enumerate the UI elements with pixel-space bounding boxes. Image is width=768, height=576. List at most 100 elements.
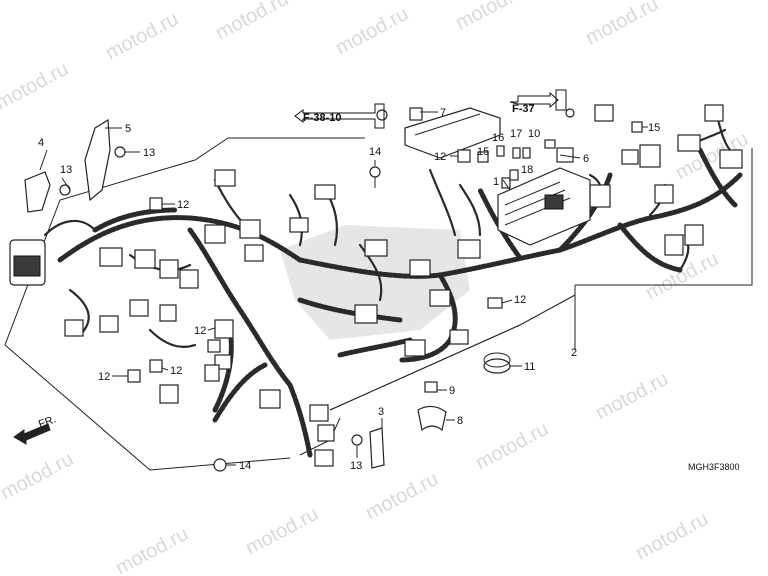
watermark-text: motod.ru — [332, 3, 412, 59]
connector — [664, 234, 684, 256]
watermark-text: motod.ru — [472, 418, 552, 474]
drawing-code: MGH3F3800 — [688, 462, 740, 472]
callout-14: 14 — [369, 146, 381, 158]
fuse — [512, 147, 521, 159]
watermark-text: motod.ru — [452, 0, 532, 34]
relay — [457, 149, 471, 163]
wire-harness-bundles — [57, 147, 743, 458]
connector — [457, 239, 481, 259]
connector — [594, 104, 614, 122]
bolt — [376, 109, 388, 121]
connector — [589, 184, 611, 208]
connector — [309, 404, 329, 422]
connector — [134, 249, 156, 269]
bolt — [369, 166, 381, 178]
connector — [259, 389, 281, 409]
callout-15: 15 — [477, 146, 489, 158]
bracket — [544, 139, 556, 149]
relay — [477, 151, 489, 163]
connector — [289, 217, 309, 233]
cord-clamp — [417, 405, 447, 432]
watermark-text: motod.ru — [0, 448, 77, 504]
relay — [556, 147, 574, 163]
watermark-text: motod.ru — [632, 508, 712, 564]
watermark-text: motod.ru — [212, 0, 292, 44]
connector — [677, 134, 701, 152]
connector — [364, 239, 388, 257]
bolt — [565, 108, 575, 118]
connector — [314, 449, 334, 467]
bolt — [114, 146, 126, 158]
bolts — [59, 108, 575, 472]
fuse — [496, 145, 505, 157]
connector — [204, 364, 220, 382]
harness-core-shading — [280, 225, 470, 340]
callout-16: 16 — [492, 132, 504, 144]
callout-12: 12 — [194, 325, 206, 337]
grommet — [424, 381, 438, 393]
connector — [244, 244, 264, 262]
fuse-box — [497, 167, 591, 246]
small-parts-group — [127, 107, 643, 383]
fuse — [522, 147, 531, 159]
bolt — [351, 434, 363, 446]
connector — [429, 289, 451, 307]
callout-12: 12 — [170, 365, 182, 377]
connector — [704, 104, 724, 122]
fuse — [501, 177, 511, 189]
fuse — [509, 169, 519, 181]
callout-18: 18 — [521, 164, 533, 176]
connector — [621, 149, 639, 165]
callout-13: 13 — [350, 460, 362, 472]
callout-7: 7 — [440, 107, 446, 119]
connector — [639, 144, 661, 168]
callout-2: 2 — [571, 347, 577, 359]
bolt — [59, 184, 71, 196]
watermark-text: motod.ru — [102, 8, 182, 64]
bracket — [149, 359, 163, 373]
stay-brackets — [24, 118, 385, 469]
connector — [409, 259, 431, 277]
connector — [159, 259, 179, 279]
connector — [99, 315, 119, 333]
front-arrow: FR. — [13, 413, 58, 445]
connector — [13, 255, 41, 277]
watermark-text: motod.ru — [0, 58, 72, 114]
callout-3: 3 — [378, 406, 384, 418]
bolt — [213, 458, 227, 472]
connector — [179, 269, 199, 289]
connector — [317, 424, 335, 442]
connector — [719, 149, 743, 169]
front-label: FR. — [37, 413, 58, 430]
connector — [239, 219, 261, 239]
watermark-text: motod.ru — [112, 523, 192, 576]
callout-12: 12 — [98, 371, 110, 383]
bracket — [127, 369, 141, 383]
connector — [449, 329, 469, 345]
connector — [64, 319, 84, 337]
callout-5: 5 — [125, 123, 131, 135]
callout-12: 12 — [177, 199, 189, 211]
callout-11: 11 — [524, 361, 535, 373]
connector — [314, 184, 336, 200]
connector — [354, 304, 378, 324]
connector — [404, 339, 426, 357]
leader-lines — [39, 111, 648, 466]
callout-12: 12 — [434, 151, 446, 163]
callout-8: 8 — [457, 415, 463, 427]
connector — [214, 319, 234, 339]
fuse-box-cover — [404, 107, 501, 159]
callout-13: 13 — [143, 147, 155, 159]
reference-f37: F-37 — [512, 103, 535, 115]
connector — [159, 304, 177, 322]
bracket — [487, 297, 503, 309]
connector — [204, 224, 226, 244]
callout-numbers: 4 5 13 13 12 14 7 12 15 16 17 10 18 1 6 … — [38, 107, 660, 472]
connector — [99, 247, 123, 267]
callout-10: 10 — [528, 128, 540, 140]
bracket — [409, 107, 423, 121]
callout-1: 1 — [493, 176, 499, 188]
callout-17: 17 — [510, 128, 522, 140]
band-clamp — [483, 358, 511, 374]
